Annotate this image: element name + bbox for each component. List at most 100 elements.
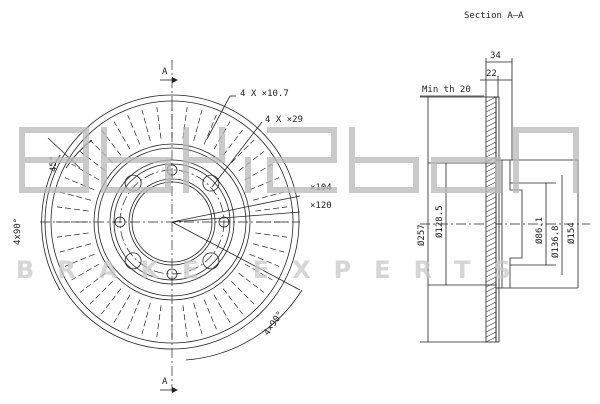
hatch-line xyxy=(485,211,497,218)
vent-slot xyxy=(213,294,231,323)
hatch-line xyxy=(485,251,497,258)
hatch-line xyxy=(485,181,497,188)
holes-large-label: 4 X ×10.7 xyxy=(240,89,289,99)
hatch-line xyxy=(485,271,497,278)
leader-holes-small xyxy=(211,121,263,188)
arc-4x90-left xyxy=(41,154,61,291)
vent-slot xyxy=(127,299,141,330)
vent-slot xyxy=(231,139,255,163)
hatch-line xyxy=(485,256,497,263)
vent-slot xyxy=(238,272,265,293)
bolt-hole xyxy=(166,268,178,280)
section-marker-bottom: A xyxy=(162,377,168,387)
hatch-line xyxy=(485,131,497,138)
locator-hole xyxy=(124,252,142,270)
hatch-line xyxy=(485,306,497,313)
dim-34-label: 34 xyxy=(490,51,501,61)
vent-slot xyxy=(231,281,255,305)
hub-outer xyxy=(109,159,235,285)
dia-128-label: Ø128.5 xyxy=(434,205,445,238)
vent-slot xyxy=(64,177,95,191)
vent-slot xyxy=(101,288,122,315)
vent-slot xyxy=(193,109,203,141)
leader-holes-large xyxy=(206,95,231,140)
disc-outer-edge-inner xyxy=(50,100,294,344)
vent-slot xyxy=(238,151,265,172)
hatch-line xyxy=(485,171,497,178)
hatch-line xyxy=(485,291,497,298)
vent-slot xyxy=(222,288,243,315)
section-arrowhead-top xyxy=(172,77,178,83)
angle-4x90-bottom-label: 4×90° xyxy=(262,310,286,338)
hatch-line xyxy=(485,326,497,333)
hub-outer-2 xyxy=(113,163,231,281)
hatch-line xyxy=(485,331,497,338)
section-arrowhead-bottom xyxy=(172,387,178,393)
vent-slot xyxy=(255,206,288,212)
vent-slot xyxy=(255,232,288,238)
dia-136-label: Ø136.8 xyxy=(550,225,561,258)
bolt-holes xyxy=(114,164,230,280)
vent-slot xyxy=(64,253,95,267)
vent-slot xyxy=(193,303,203,335)
watermark-tagline: BRAKE EXPERTS xyxy=(16,256,534,284)
hatch-line xyxy=(485,221,497,228)
hatch-line xyxy=(485,281,497,288)
bolt-hole xyxy=(218,216,230,228)
section-hatching xyxy=(485,96,497,343)
vent-slot xyxy=(113,294,131,323)
disc-section-face xyxy=(495,96,500,343)
vent-slot xyxy=(182,305,188,338)
hatch-line xyxy=(485,236,497,243)
hatch-line xyxy=(485,121,497,128)
vent-ring-inner xyxy=(93,143,251,301)
angle-4x90-left-label: 4x90° xyxy=(13,218,23,245)
vent-slot xyxy=(249,177,280,191)
vent-slot xyxy=(141,109,151,141)
hatch-line xyxy=(485,231,497,238)
vent-ring-inner-2 xyxy=(97,147,247,297)
locator-hole xyxy=(202,174,220,192)
hatch-line xyxy=(485,241,497,248)
hatch-line xyxy=(485,176,497,183)
hatch-line xyxy=(485,226,497,233)
pcd-circle xyxy=(119,169,225,275)
pcd-outer-label: ×120 xyxy=(310,201,332,211)
center-bore xyxy=(128,178,216,266)
vent-slot xyxy=(203,114,217,145)
hatch-line xyxy=(485,141,497,148)
section-marker-top: A xyxy=(162,67,168,77)
arc-45 xyxy=(65,139,93,169)
section-title: Section A–A xyxy=(464,11,524,21)
vent-slot xyxy=(89,281,113,305)
hatch-line xyxy=(485,216,497,223)
vent-slot xyxy=(156,106,162,139)
hatch-line xyxy=(485,111,497,118)
dim-22-label: 22 xyxy=(486,69,497,79)
vent-slot xyxy=(101,129,122,156)
front-view xyxy=(40,60,303,393)
arc-ext-bottom xyxy=(171,221,301,291)
hatch-line xyxy=(485,151,497,158)
hatch-line xyxy=(485,296,497,303)
hat-profile xyxy=(496,159,523,289)
vent-slot xyxy=(71,163,100,181)
brand-watermark: BRAKE EXPERTS xyxy=(16,127,579,284)
locator-hole xyxy=(202,252,220,270)
hatch-line xyxy=(485,206,497,213)
vent-slot xyxy=(249,253,280,267)
vent-slot xyxy=(253,191,285,201)
vent-slot xyxy=(59,243,91,253)
hatch-line xyxy=(485,246,497,253)
hatch-line xyxy=(485,101,497,108)
dia-257-label: Ø257 xyxy=(416,224,427,246)
vent-slot xyxy=(141,303,151,335)
hatch-line xyxy=(485,266,497,273)
holes-small-label: 4 X ×29 xyxy=(265,115,303,125)
hatch-line xyxy=(485,96,497,103)
arc-4x90-bottom xyxy=(185,289,303,361)
hatch-line xyxy=(485,276,497,283)
vent-slot xyxy=(222,129,243,156)
